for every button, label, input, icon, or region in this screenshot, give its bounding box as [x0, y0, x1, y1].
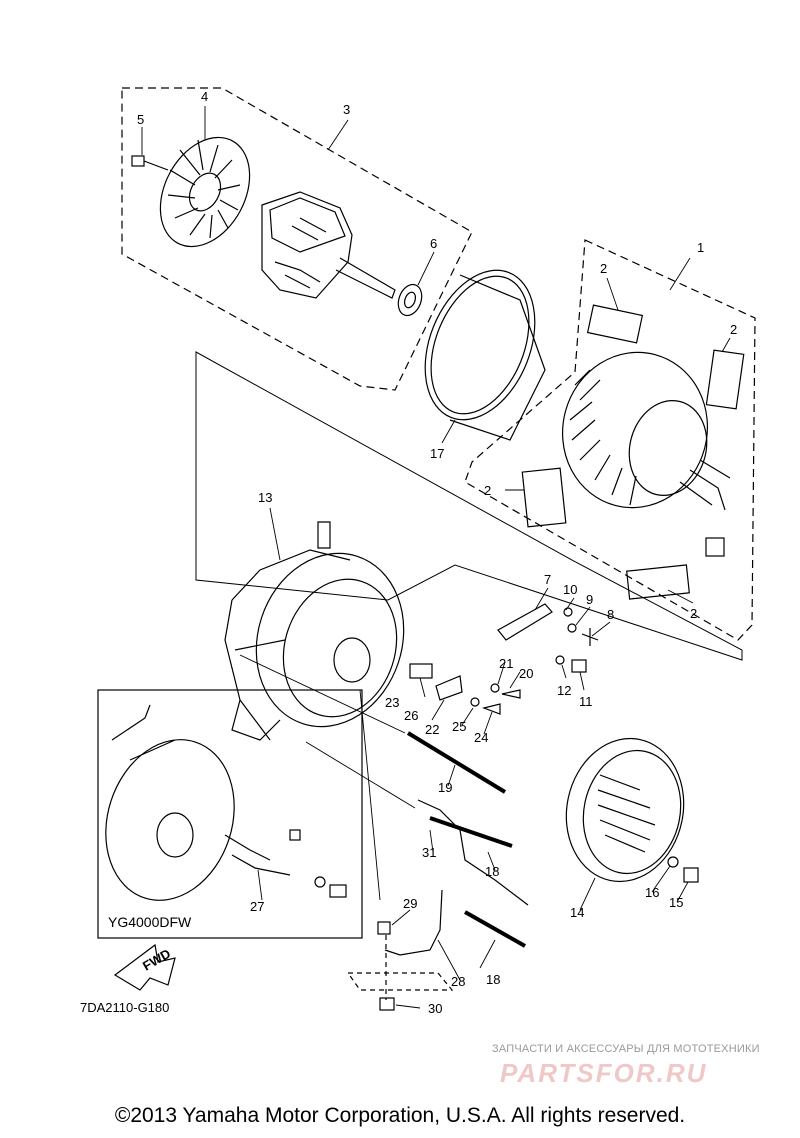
fwd-arrow-icon: FWD: [113, 943, 176, 991]
callout-13: 13: [258, 490, 272, 505]
callout-22: 22: [425, 722, 439, 737]
bolt-part-5: [131, 155, 169, 171]
diagram-code: 7DA2110-G180: [80, 1000, 169, 1015]
insulator-part-c: [521, 467, 567, 528]
callout-21: 21: [499, 656, 513, 671]
inset-drawing: [105, 704, 347, 901]
callout-3: 3: [343, 102, 350, 117]
watermark-tagline: ЗАПЧАСТИ И АКСЕССУАРЫ ДЛЯ МОТОТЕХНИКИ: [492, 1043, 760, 1055]
callout-10: 10: [563, 582, 577, 597]
inset-box: [97, 689, 363, 939]
callout-2: 2: [600, 261, 607, 276]
bolt-part-18a: [429, 816, 513, 848]
callout-17: 17: [430, 446, 444, 461]
callout-16: 16: [645, 885, 659, 900]
callout-11: 11: [579, 694, 593, 709]
inset-model-label: YG4000DFW: [108, 914, 192, 930]
callout-7: 7: [544, 572, 551, 587]
callout-31: 31: [422, 845, 436, 860]
nut-part-30: [379, 997, 395, 1011]
stator-group-outline: [464, 239, 756, 641]
callout-2: 2: [730, 322, 737, 337]
insulator-part-a: [586, 304, 644, 344]
callouts: 1 2 2 2 2 3 4 5 6 7 8 9 10 11 12 13 14 1…: [137, 89, 737, 1016]
bracket-part: [497, 603, 599, 673]
callout-24: 24: [474, 730, 488, 745]
ground-wire-part: [384, 889, 443, 956]
bolt-part-18b: [464, 910, 526, 948]
stator-part: [561, 351, 731, 557]
rotor-group-outline: [121, 87, 473, 391]
bolt-part-29: [377, 921, 391, 935]
callout-6: 6: [430, 236, 437, 251]
plate-outline: [346, 972, 454, 991]
callout-1: 1: [697, 240, 704, 255]
fan-part: [159, 136, 251, 248]
callout-5: 5: [137, 112, 144, 127]
bearing-part: [397, 283, 423, 317]
copyright-notice: ©2013 Yamaha Motor Corporation, U.S.A. A…: [114, 1104, 686, 1127]
callout-27: 27: [250, 899, 264, 914]
washer-part-16: [667, 856, 679, 868]
bolt-part-19: [406, 731, 507, 794]
insulator-part-b: [705, 349, 745, 410]
callout-28: 28: [451, 974, 465, 989]
callout-26: 26: [404, 708, 418, 723]
callout-20: 20: [519, 666, 533, 681]
callout-12: 12: [557, 683, 571, 698]
callout-23: 23: [385, 695, 399, 710]
parts-diagram: FWD 1 2 2 2 2 3 4 5 6 7 8 9 10 11 12 13 …: [80, 87, 756, 1016]
callout-2: 2: [690, 606, 697, 621]
callout-14: 14: [570, 905, 584, 920]
callout-8: 8: [607, 607, 614, 622]
band-part: [424, 269, 546, 441]
callout-18: 18: [485, 864, 499, 879]
callout-4: 4: [201, 89, 208, 104]
rotor-part: [261, 191, 396, 299]
callout-18: 18: [486, 972, 500, 987]
callout-29: 29: [403, 896, 417, 911]
small-parts: [409, 663, 521, 715]
callout-25: 25: [452, 719, 466, 734]
callout-30: 30: [428, 1001, 442, 1016]
callout-19: 19: [438, 780, 452, 795]
insulator-part-d: [626, 564, 690, 600]
watermark-logo: PARTSFOR.RU: [500, 1058, 708, 1088]
housing-part: [224, 521, 405, 741]
housing-group-outline: [195, 351, 743, 661]
callout-9: 9: [586, 592, 593, 607]
wire-part-31: [417, 799, 529, 906]
callout-2: 2: [484, 483, 491, 498]
cover-part: [565, 737, 685, 883]
bolt-part-15: [683, 867, 699, 883]
callout-15: 15: [669, 895, 683, 910]
